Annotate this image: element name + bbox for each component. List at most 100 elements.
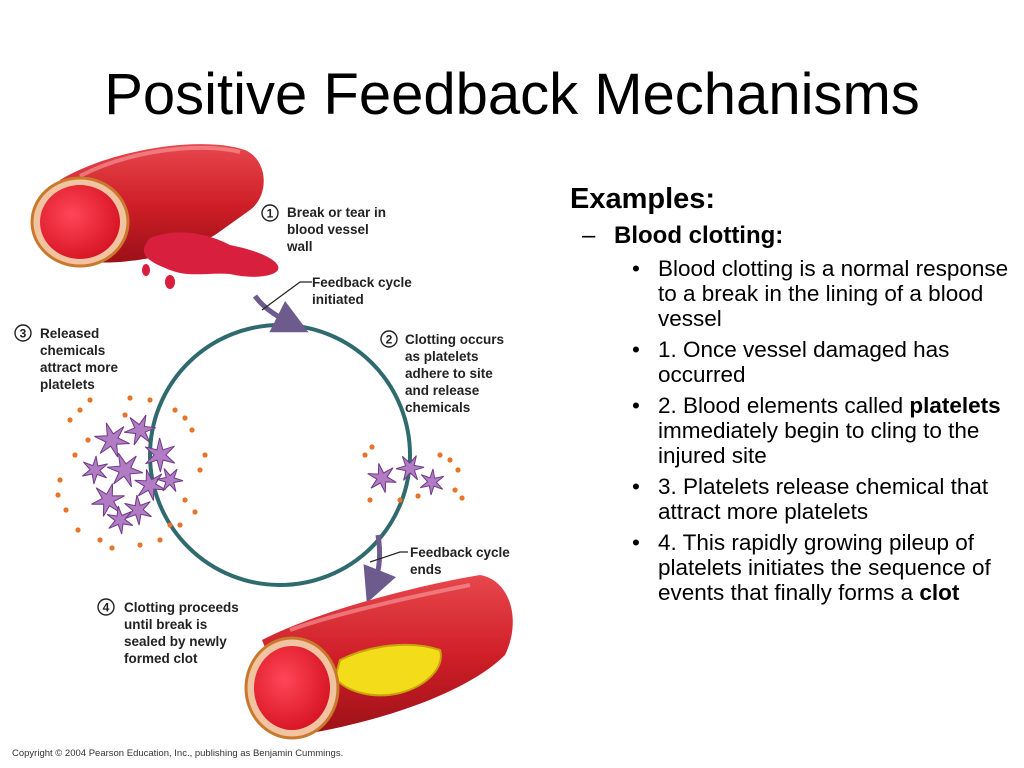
platelet-shape — [144, 437, 176, 473]
svg-text:Clotting occurs: Clotting occurs — [405, 332, 504, 347]
feedback-ends-arrow — [363, 534, 397, 603]
svg-text:blood vessel: blood vessel — [287, 222, 369, 237]
bullet-item: • 1. Once vessel damaged has occurred — [630, 337, 1010, 387]
chemical-dot — [182, 415, 188, 421]
chemical-dot — [87, 397, 93, 403]
chemical-dot — [67, 417, 73, 423]
chemical-dot — [109, 545, 115, 551]
svg-text:initiated: initiated — [312, 292, 364, 307]
bullet-text: 3. Platelets release chemical that attra… — [658, 474, 989, 524]
torn-vessel-lumen — [40, 185, 120, 259]
bullet-text: 1. Once vessel damaged has occurred — [658, 337, 950, 387]
feedback-end-label: Feedback cycle ends — [410, 545, 510, 577]
chemical-dot — [397, 497, 403, 503]
chemical-dot — [447, 457, 453, 463]
svg-text:Feedback cycle: Feedback cycle — [312, 275, 412, 290]
bullet-bold-term: clot — [919, 580, 960, 605]
chemical-dot — [177, 522, 183, 528]
chemical-dot — [189, 427, 195, 433]
platelet-cluster-large — [55, 395, 208, 551]
step-4-label: 4 Clotting proceeds until break is seale… — [97, 598, 239, 666]
chemical-dot — [167, 522, 173, 528]
feedback-cycle-circle — [148, 323, 412, 587]
platelet-shape — [107, 452, 143, 488]
step-2-label: 2 Clotting occurs as platelets adhere to… — [380, 330, 504, 415]
chemical-dot — [72, 452, 78, 458]
svg-text:ends: ends — [410, 562, 442, 577]
chemical-dot — [57, 477, 63, 483]
platelet-shape — [419, 468, 445, 496]
svg-text:formed clot: formed clot — [124, 651, 198, 666]
bullet-text-cont: immediately begin to cling to the injure… — [658, 418, 980, 468]
bullet-item: • 3. Platelets release chemical that attr… — [630, 474, 1010, 524]
bullet-item: •Blood clotting is a normal response to … — [630, 256, 1010, 331]
sealed-vessel-illustration — [244, 575, 513, 740]
chemical-dot — [202, 452, 208, 458]
chemical-dot — [172, 407, 178, 413]
svg-text:adhere to site: adhere to site — [405, 366, 493, 381]
svg-text:Break or tear in: Break or tear in — [287, 205, 386, 220]
svg-text:1: 1 — [267, 207, 274, 221]
platelet-shape — [124, 414, 156, 446]
bullet-dot: • — [632, 474, 640, 499]
chemical-dot — [455, 467, 461, 473]
chemical-dot — [127, 395, 133, 401]
bullet-dot: • — [632, 393, 640, 418]
chemical-dot — [459, 495, 465, 501]
chemical-dot — [415, 493, 421, 499]
svg-text:4: 4 — [103, 601, 110, 615]
clotting-cycle-diagram: 1 Break or tear in blood vessel wall Fee… — [14, 144, 513, 740]
platelet-shape — [124, 494, 152, 526]
svg-text:Feedback cycle: Feedback cycle — [410, 545, 510, 560]
svg-text:Clotting proceeds: Clotting proceeds — [124, 600, 239, 615]
svg-text:sealed by newly: sealed by newly — [124, 634, 227, 649]
platelet-cluster-small — [362, 444, 465, 503]
platelet-shape — [91, 483, 125, 517]
platelet-shape — [82, 455, 108, 485]
bullet-text: 2. Blood elements called — [658, 393, 910, 418]
svg-text:Released: Released — [40, 326, 99, 341]
platelet-shape — [156, 468, 184, 492]
svg-text:as platelets: as platelets — [405, 349, 479, 364]
examples-panel: Examples: – Blood clotting: •Blood clott… — [570, 182, 1010, 611]
feedback-start-label: Feedback cycle initiated — [312, 275, 412, 307]
svg-text:3: 3 — [20, 327, 27, 341]
bullet-item: •2. Blood elements called platelets imme… — [630, 393, 1010, 468]
svg-text:chemicals: chemicals — [405, 400, 470, 415]
chemical-dot — [122, 412, 128, 418]
svg-text:2: 2 — [386, 333, 393, 347]
slide-title: Positive Feedback Mechanisms — [104, 62, 920, 127]
platelet-shape — [367, 463, 397, 493]
dash-marker: – — [582, 222, 596, 249]
leader-line — [261, 281, 312, 311]
chemical-dot — [157, 537, 163, 543]
chemical-dot — [77, 407, 83, 413]
blood-spill — [143, 232, 279, 277]
platelet-shape — [106, 505, 134, 535]
bullet-dot: • — [632, 337, 640, 362]
feedback-initiated-arrow — [252, 294, 309, 333]
chemical-dot — [137, 542, 143, 548]
svg-text:platelets: platelets — [40, 377, 95, 392]
bullet-list: •Blood clotting is a normal response to … — [630, 256, 1010, 605]
chemical-dot — [75, 527, 81, 533]
bullet-dot: • — [632, 530, 640, 555]
examples-heading: Examples: — [570, 183, 716, 215]
chemical-dot — [197, 467, 203, 473]
platelet-shape — [395, 455, 425, 481]
sealed-vessel-highlight — [289, 583, 471, 632]
svg-text:until break is: until break is — [124, 617, 207, 632]
chemical-dot — [55, 492, 61, 498]
leader-line — [369, 551, 408, 563]
chemical-dot — [192, 509, 198, 515]
torn-vessel-highlight — [79, 145, 241, 178]
bullet-item: •4. This rapidly growing pileup of plate… — [630, 530, 1010, 605]
bullet-dot: • — [632, 256, 640, 281]
chemical-dot — [367, 497, 373, 503]
svg-text:attract more: attract more — [40, 360, 119, 375]
subheading-text: Blood clotting: — [614, 222, 784, 249]
chemical-dot — [182, 497, 188, 503]
svg-text:chemicals: chemicals — [40, 343, 105, 358]
chemical-dot — [147, 397, 153, 403]
chemical-dot — [85, 437, 91, 443]
